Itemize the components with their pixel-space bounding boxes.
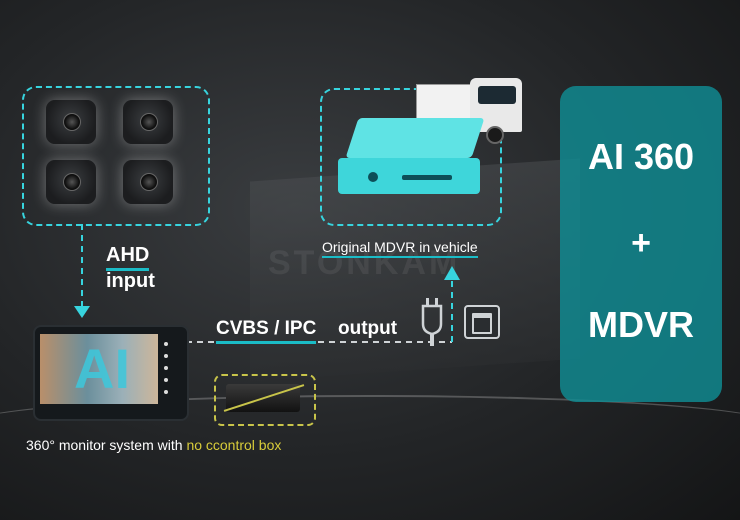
monitor-button	[164, 378, 168, 382]
camera-group-frame	[22, 86, 210, 226]
output-label: output	[338, 318, 398, 339]
plug-icon	[421, 298, 443, 346]
camera-icon	[123, 100, 173, 144]
control-box-frame	[214, 374, 316, 426]
monitor-button	[164, 366, 168, 370]
monitor-caption-main: 360° monitor system with	[26, 437, 187, 453]
panel-line1: AI 360	[587, 136, 695, 177]
panel-line2: MDVR	[588, 304, 694, 345]
original-mdvr-label: Original MDVR in vehicle	[322, 239, 478, 258]
monitor-button	[164, 342, 168, 346]
ai360-mdvr-panel: AI 360 + MDVR	[560, 86, 722, 402]
camera-icon	[46, 100, 96, 144]
brand-watermark: STONKAM	[268, 244, 461, 282]
monitor-caption-highlight: no ccontrol box	[186, 437, 282, 453]
mdvr-indicator	[368, 172, 378, 182]
screen-ai-text: AI	[74, 337, 130, 400]
monitor-caption: 360° monitor system with no ccontrol box	[26, 437, 281, 453]
mdvr-slot	[402, 175, 452, 180]
panel-plus: +	[631, 224, 651, 262]
truck-windshield	[478, 86, 516, 104]
truck-wheel	[486, 126, 504, 144]
camera-icon	[46, 160, 96, 204]
monitor-button	[164, 354, 168, 358]
background-road	[0, 395, 740, 457]
monitor-button	[164, 390, 168, 394]
rj45-port-inner	[472, 313, 492, 334]
ahd-label: AHD	[106, 244, 150, 271]
cvbs-ipc-label: CVBS / IPC	[216, 318, 317, 344]
mdvr-box-icon	[345, 118, 485, 158]
input-label: input	[106, 270, 155, 292]
camera-icon	[123, 160, 173, 204]
mdvr-frame	[320, 88, 502, 226]
monitor-screen	[40, 334, 158, 404]
